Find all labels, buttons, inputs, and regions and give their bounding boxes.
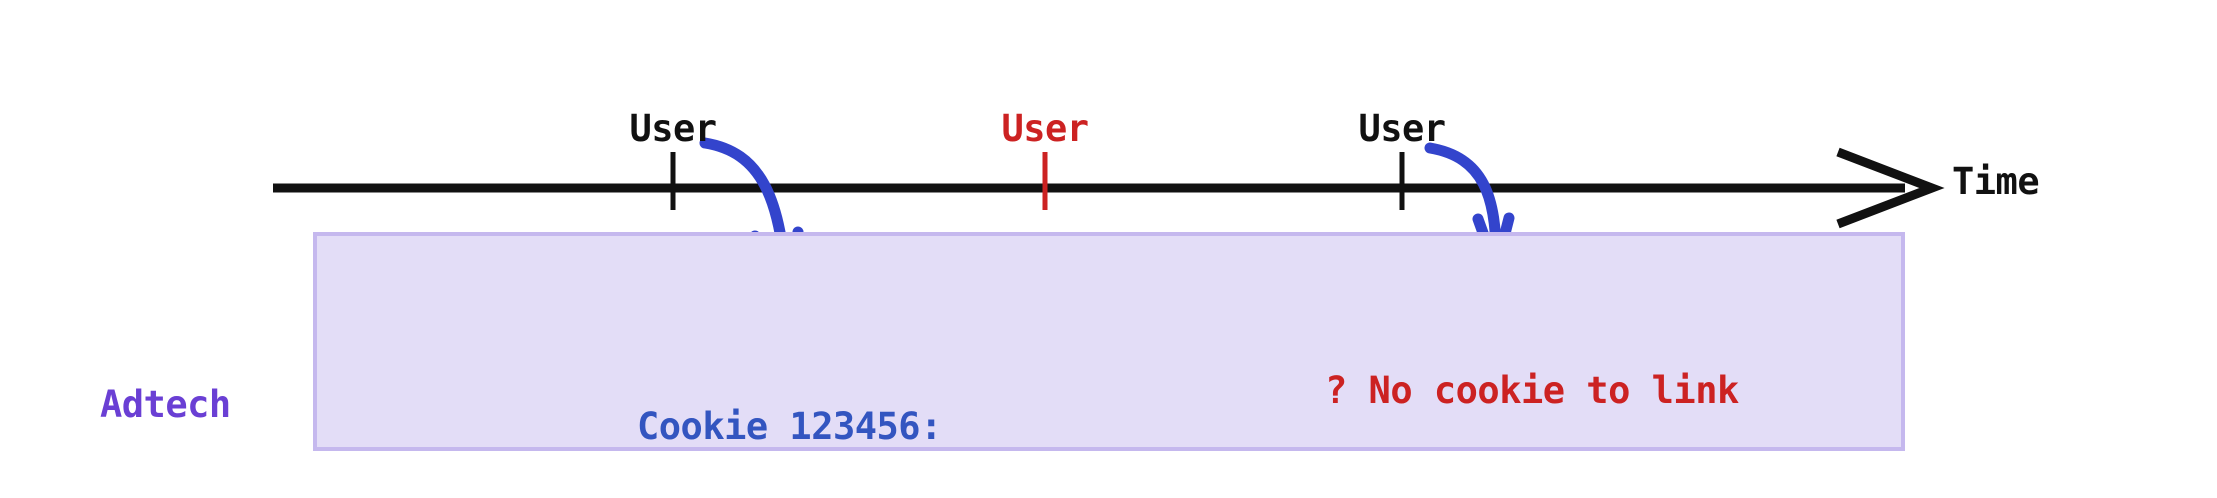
timeline-arrowhead-icon bbox=[1836, 147, 1945, 229]
event-label-line1: User bbox=[629, 106, 717, 150]
note-cookie-line1: Cookie 123456: bbox=[637, 405, 942, 449]
adtech-server-lane bbox=[313, 232, 1905, 451]
adtech-server-label-line1: Adtech bbox=[100, 382, 231, 426]
note-cookie-ad-clicked: Cookie 123456: Ad clicked bbox=[637, 318, 942, 498]
event-label-line1: User bbox=[1358, 106, 1446, 150]
event-label-line1: User bbox=[1001, 106, 1089, 150]
adtech-server-label: Adtech server bbox=[100, 294, 300, 498]
note-no-cookie-no-conversion: ? No cookie to link this conversion to ⇒… bbox=[1325, 278, 1739, 498]
timeline-axis-caption: Time bbox=[1952, 160, 2040, 203]
note-no-cookie-line1: ? No cookie to link bbox=[1325, 369, 1739, 413]
